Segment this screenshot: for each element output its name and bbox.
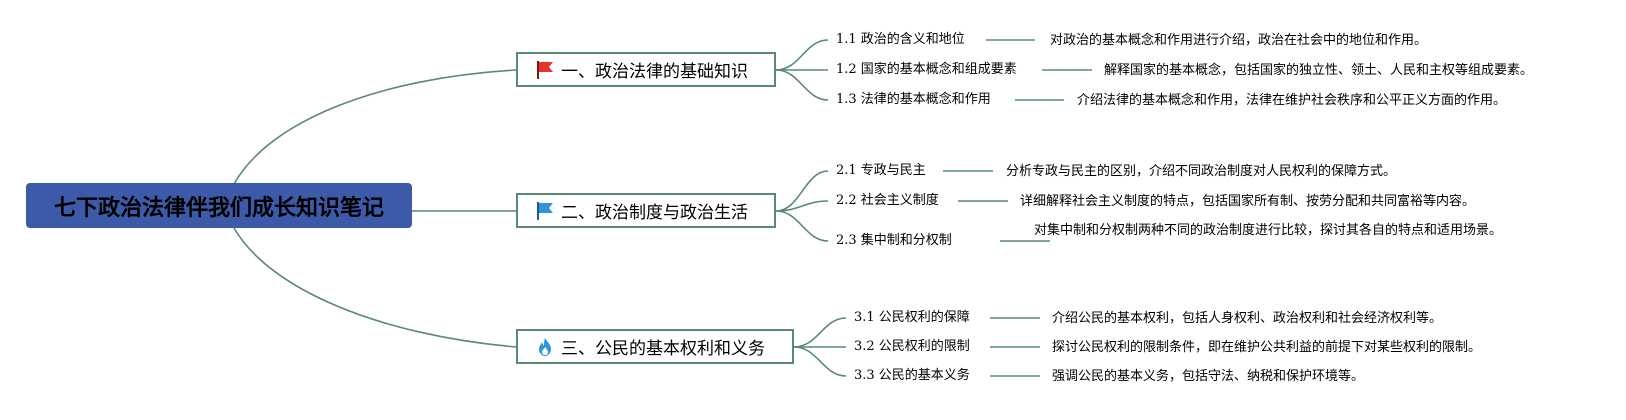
subtopic-2-1[interactable]: 2.1 专政与民主 (836, 163, 926, 178)
connector-b3-c1 (793, 317, 847, 348)
branch-topic-1-title: 一、政治法律的基础知识 (561, 62, 748, 82)
subtopic-1-3[interactable]: 1.3 法律的基本概念和作用 (836, 92, 991, 107)
branch-topic-2[interactable]: 二、政治制度与政治生活 (516, 193, 776, 228)
subtopic-2-3-description: 对集中制和分权制两种不同的政治制度进行比较，探讨其各自的特点和适用场景。 (1034, 223, 1503, 238)
connector-b1-c1 (775, 39, 829, 71)
subtopic-3-1-description: 介绍公民的基本权利，包括人身权利、政治权利和社会经济权利等。 (1052, 311, 1443, 326)
blue-flag-icon (534, 200, 556, 222)
subtopic-2-2[interactable]: 2.2 社会主义制度 (836, 193, 939, 208)
flame-icon (534, 336, 556, 358)
root-topic[interactable]: 七下政治法律伴我们成长知识笔记 (26, 183, 412, 228)
subtopic-3-3-description: 强调公民的基本义务，包括守法、纳税和保护环境等。 (1052, 369, 1365, 384)
subtopic-2-1-description: 分析专政与民主的区别，介绍不同政治制度对人民权利的保障方式。 (1006, 164, 1397, 179)
subtopic-1-3-description: 介绍法律的基本概念和作用，法律在维护社会秩序和公平正义方面的作用。 (1077, 93, 1507, 108)
branch-topic-3[interactable]: 三、公民的基本权利和义务 (516, 329, 794, 364)
subtopic-2-3[interactable]: 2.3 集中制和分权制 (836, 233, 952, 248)
red-flag-icon (534, 59, 556, 81)
subtopic-1-2-description: 解释国家的基本概念，包括国家的独立性、领土、人民和主权等组成要素。 (1104, 63, 1534, 78)
connector-root-branch-1 (233, 69, 517, 185)
branch-topic-2-title: 二、政治制度与政治生活 (561, 203, 748, 223)
subtopic-2-2-description: 详细解释社会主义制度的特点，包括国家所有制、按劳分配和共同富裕等内容。 (1020, 194, 1476, 209)
connector-b2-c1 (775, 170, 829, 212)
connector-b2-c2 (775, 200, 829, 212)
connector-root-branch-3 (233, 227, 517, 348)
connector-b1-c3 (775, 69, 829, 101)
subtopic-3-2[interactable]: 3.2 公民权利的限制 (854, 339, 970, 354)
branch-topic-3-title: 三、公民的基本权利和义务 (561, 339, 765, 359)
branch-topic-1[interactable]: 一、政治法律的基础知识 (516, 52, 776, 87)
root-topic-title: 七下政治法律伴我们成长知识笔记 (53, 195, 384, 221)
subtopic-3-1[interactable]: 3.1 公民权利的保障 (854, 310, 970, 325)
subtopic-1-2[interactable]: 1.2 国家的基本概念和组成要素 (836, 62, 1017, 77)
connector-b2-c3 (775, 210, 829, 242)
subtopic-3-2-description: 探讨公民权利的限制条件，即在维护公共利益的前提下对某些权利的限制。 (1052, 340, 1482, 355)
subtopic-1-1[interactable]: 1.1 政治的含义和地位 (836, 32, 965, 47)
subtopic-1-1-description: 对政治的基本概念和作用进行介绍，政治在社会中的地位和作用。 (1050, 33, 1428, 48)
subtopic-3-3[interactable]: 3.3 公民的基本义务 (854, 368, 970, 383)
connector-b3-c3 (793, 346, 847, 377)
